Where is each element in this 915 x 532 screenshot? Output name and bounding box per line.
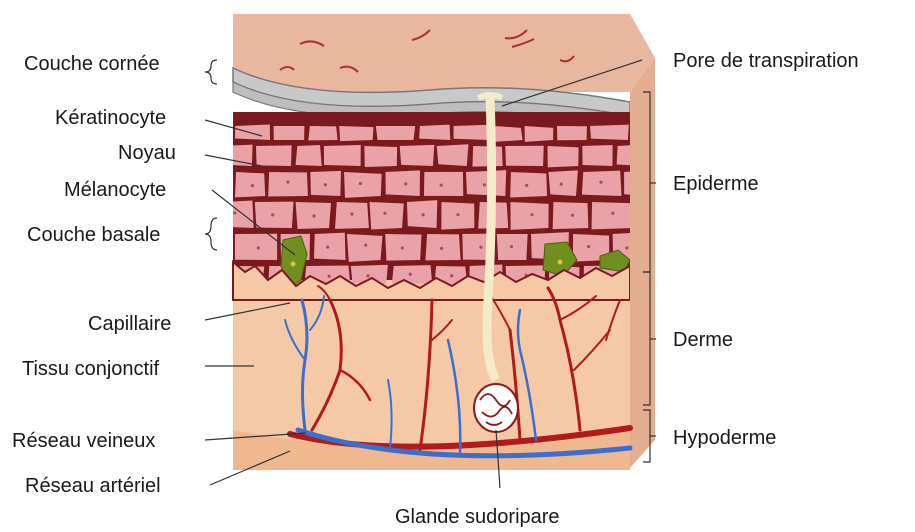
cell-nucleus bbox=[440, 247, 443, 250]
cell-nucleus bbox=[409, 273, 412, 276]
keratinocyte-cell bbox=[308, 126, 337, 140]
keratinocyte-cell bbox=[505, 146, 544, 166]
label-reseau-veineux: Réseau veineux bbox=[12, 431, 155, 451]
cell-nucleus bbox=[587, 245, 590, 248]
keratinocyte-cell bbox=[370, 202, 404, 230]
skin-surface bbox=[233, 14, 655, 92]
keratinocyte-cell bbox=[324, 145, 361, 166]
label-keratinocyte: Kératinocyte bbox=[55, 108, 166, 128]
keratinocyte-cell bbox=[296, 145, 322, 166]
cell-nucleus bbox=[530, 213, 533, 216]
cell-nucleus bbox=[364, 244, 367, 247]
keratinocyte-cell bbox=[425, 234, 460, 260]
label-epiderme: Epiderme bbox=[673, 174, 759, 194]
keratinocyte-cell bbox=[590, 125, 629, 140]
cell-nucleus bbox=[440, 184, 443, 187]
keratinocyte-cell bbox=[525, 126, 554, 142]
label-pore-de-transpiration: Pore de transpiration bbox=[673, 51, 859, 71]
keratinocyte-cell bbox=[454, 125, 490, 140]
keratinocyte-cell bbox=[548, 170, 577, 196]
keratinocyte-cell bbox=[400, 145, 435, 166]
keratinocyte-cell bbox=[314, 233, 345, 260]
keratinocyte-cell bbox=[268, 172, 308, 197]
cell-nucleus bbox=[257, 246, 260, 249]
cell-nucleus bbox=[401, 246, 404, 249]
cell-nucleus bbox=[658, 214, 661, 217]
keratinocyte-cell bbox=[235, 234, 277, 260]
cell-nucleus bbox=[599, 181, 602, 184]
keratinocyte-cell bbox=[392, 265, 432, 284]
label-noyau: Noyau bbox=[118, 143, 176, 163]
label-derme: Derme bbox=[673, 330, 733, 350]
cell-nucleus bbox=[560, 183, 563, 186]
keratinocyte-cell bbox=[385, 170, 420, 196]
keratinocyte-cell bbox=[510, 172, 547, 197]
keratinocyte-cell bbox=[235, 172, 265, 197]
cell-nucleus bbox=[366, 274, 369, 277]
cell-nucleus bbox=[326, 246, 329, 249]
keratinocyte-cell bbox=[466, 170, 506, 196]
keratinocyte-cell bbox=[548, 146, 579, 167]
cell-nucleus bbox=[479, 246, 482, 249]
label-melanocyte: Mélanocyte bbox=[64, 180, 166, 200]
keratinocyte-cell bbox=[592, 202, 636, 229]
keratinocyte-cell bbox=[235, 124, 270, 140]
keratinocyte-cell bbox=[582, 145, 612, 166]
label-glande-sudoripare: Glande sudoripare bbox=[395, 507, 560, 527]
cell-nucleus bbox=[312, 214, 315, 217]
label-tissu-conjonctif: Tissu conjonctif bbox=[22, 359, 159, 379]
keratinocyte-cell bbox=[221, 201, 254, 228]
keratinocyte-cell bbox=[510, 202, 548, 230]
cell-nucleus bbox=[625, 246, 628, 249]
keratinocyte-cell bbox=[364, 146, 397, 167]
keratinocyte-cell bbox=[437, 144, 469, 166]
cell-nucleus bbox=[483, 183, 486, 186]
keratinocyte-cell bbox=[557, 126, 587, 140]
cell-nucleus bbox=[324, 183, 327, 186]
keratinocyte-cell bbox=[256, 145, 292, 166]
cell-nucleus bbox=[422, 213, 425, 216]
cell-nucleus bbox=[404, 182, 407, 185]
cell-nucleus bbox=[383, 212, 386, 215]
cell-nucleus bbox=[350, 212, 353, 215]
label-couche-basale: Couche basale bbox=[27, 225, 160, 245]
cell-nucleus bbox=[233, 211, 236, 214]
cell-nucleus bbox=[571, 214, 574, 217]
keratinocyte-cell bbox=[274, 126, 305, 140]
keratinocyte-cell bbox=[339, 126, 373, 141]
keratinocyte-cell bbox=[553, 202, 589, 229]
cell-nucleus bbox=[359, 182, 362, 185]
keratinocyte-cell bbox=[376, 126, 415, 140]
melanocyte-nucleus bbox=[558, 260, 563, 265]
cell-nucleus bbox=[328, 275, 331, 278]
keratinocyte-cell bbox=[494, 126, 523, 142]
label-capillaire: Capillaire bbox=[88, 314, 171, 334]
cell-nucleus bbox=[450, 274, 453, 277]
melanocyte-nucleus bbox=[291, 262, 296, 267]
cell-nucleus bbox=[456, 213, 459, 216]
keratinocyte-cell bbox=[419, 125, 450, 140]
keratinocyte-cell bbox=[424, 172, 463, 196]
keratinocyte-cell bbox=[344, 172, 382, 198]
label-couche-cornee: Couche cornée bbox=[24, 54, 160, 74]
cell-nucleus bbox=[251, 184, 254, 187]
block-side bbox=[630, 58, 655, 468]
cell-nucleus bbox=[611, 212, 614, 215]
cell-nucleus bbox=[525, 184, 528, 187]
keratinocyte-cell bbox=[347, 234, 383, 262]
cell-nucleus bbox=[286, 180, 289, 183]
label-hypoderme: Hypoderme bbox=[673, 428, 776, 448]
cell-nucleus bbox=[510, 245, 513, 248]
cell-nucleus bbox=[271, 213, 274, 216]
label-reseau-arteriel: Réseau artériel bbox=[25, 476, 161, 496]
